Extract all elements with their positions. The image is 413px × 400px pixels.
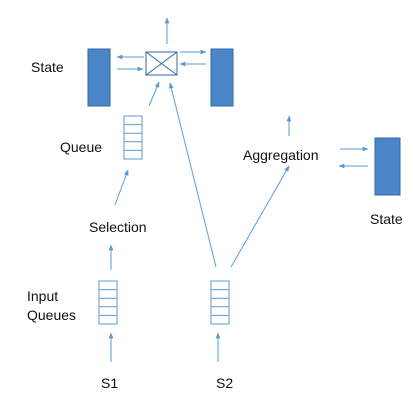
label-s2: S2: [216, 375, 233, 391]
arrow-s2-to-join: [168, 82, 217, 268]
state-block-right: [374, 137, 401, 196]
arrow-s2-to-aggregation: [230, 165, 290, 268]
label-state-left: State: [31, 59, 64, 75]
input-queue-s2: [210, 280, 230, 325]
label-input-queues-line2: Queues: [27, 307, 76, 323]
arrow-selection-to-queue: [114, 169, 129, 206]
label-s1: S1: [101, 375, 118, 391]
label-input-queues-line1: Input: [27, 288, 58, 304]
label-selection: Selection: [89, 219, 147, 235]
input-queue-s1: [98, 280, 118, 325]
queue-top: [123, 115, 143, 160]
state-block-center: [210, 48, 234, 107]
join-operator-icon: [145, 51, 178, 76]
label-state-right: State: [370, 211, 403, 227]
arrow-queue-to-join: [148, 81, 160, 107]
state-block-left: [87, 48, 111, 107]
label-queue: Queue: [60, 139, 102, 155]
label-aggregation: Aggregation: [243, 147, 319, 163]
